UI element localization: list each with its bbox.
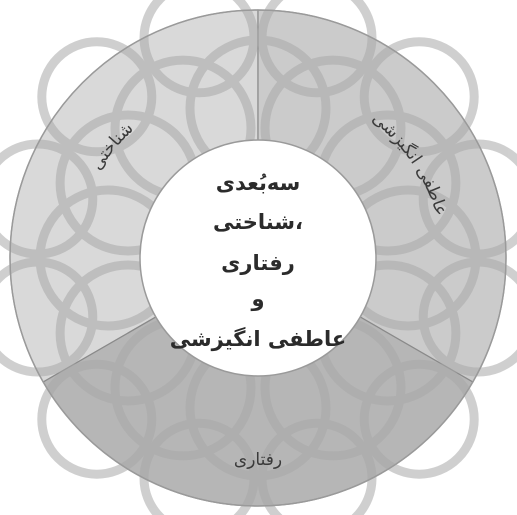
center-line-1: سەبُعدی bbox=[216, 171, 301, 195]
center-line-3: رفتاری bbox=[221, 251, 295, 275]
center-line-4: و bbox=[250, 287, 264, 311]
segment-label-behavioral: رفتاری bbox=[234, 450, 282, 470]
center-line-2: شناختی، bbox=[213, 210, 303, 234]
center-line-5: عاطفی انگیزشی bbox=[170, 326, 347, 351]
